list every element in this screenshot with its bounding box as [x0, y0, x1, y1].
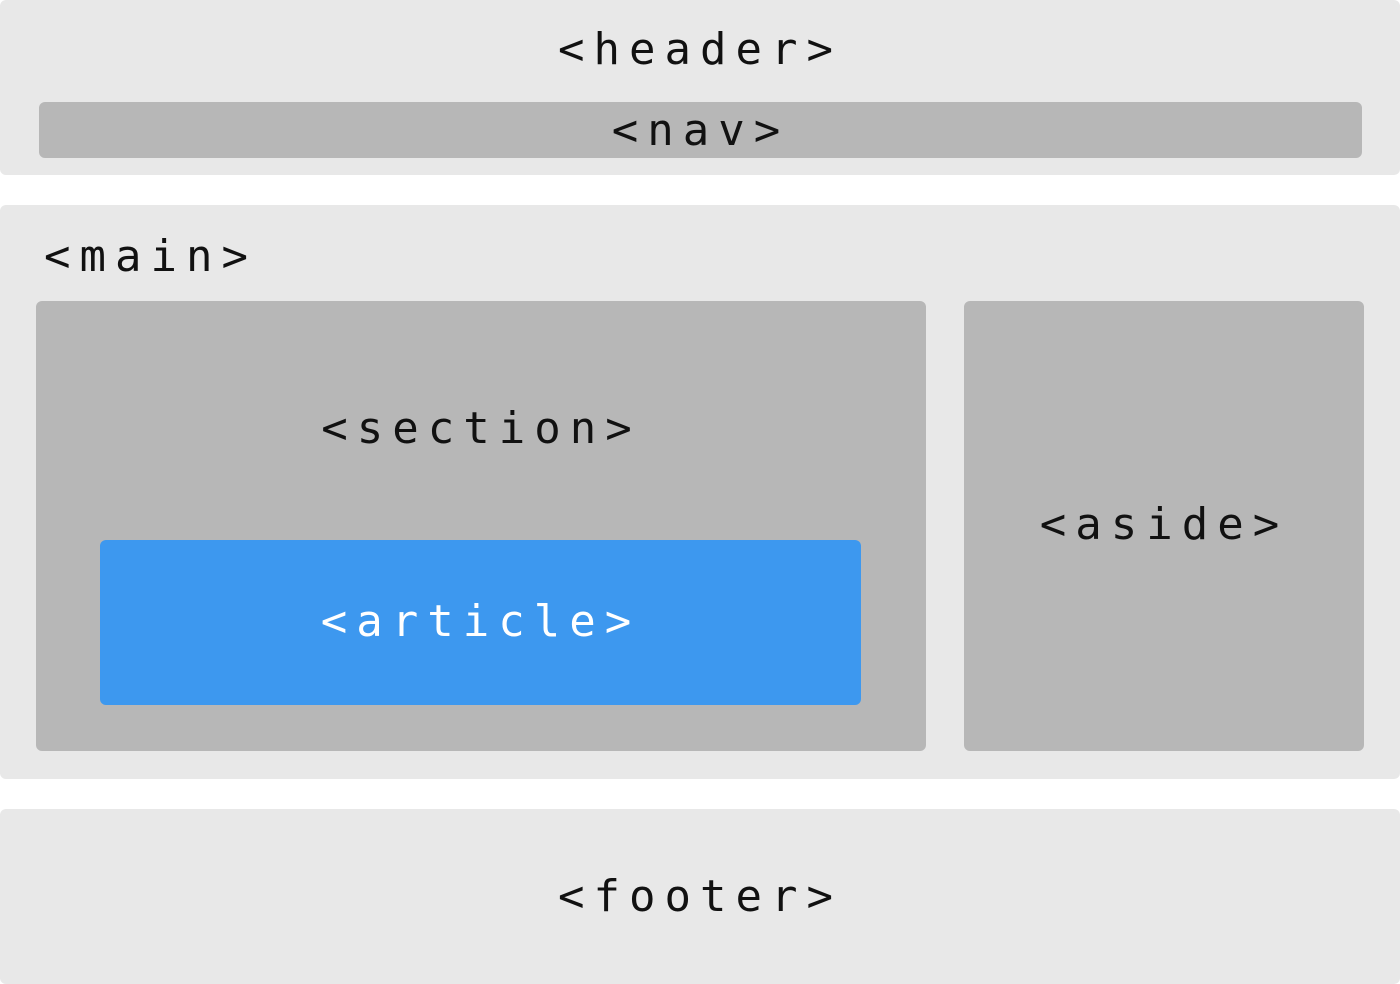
article-label: <article> [320, 596, 641, 647]
nav-block: <nav> [39, 102, 1362, 158]
footer-label: <footer> [558, 871, 842, 922]
header-block: <header> <nav> [0, 0, 1400, 175]
footer-block: <footer> [0, 809, 1400, 984]
aside-label: <aside> [1039, 499, 1289, 550]
main-label: <main> [44, 231, 257, 282]
nav-label: <nav> [611, 105, 790, 156]
section-block: <section> <article> [36, 301, 926, 751]
section-label: <section> [321, 403, 641, 454]
article-block: <article> [100, 540, 861, 705]
header-label: <header> [558, 24, 842, 75]
aside-block: <aside> [964, 301, 1364, 751]
main-block: <main> <section> <article> <aside> [0, 205, 1400, 779]
